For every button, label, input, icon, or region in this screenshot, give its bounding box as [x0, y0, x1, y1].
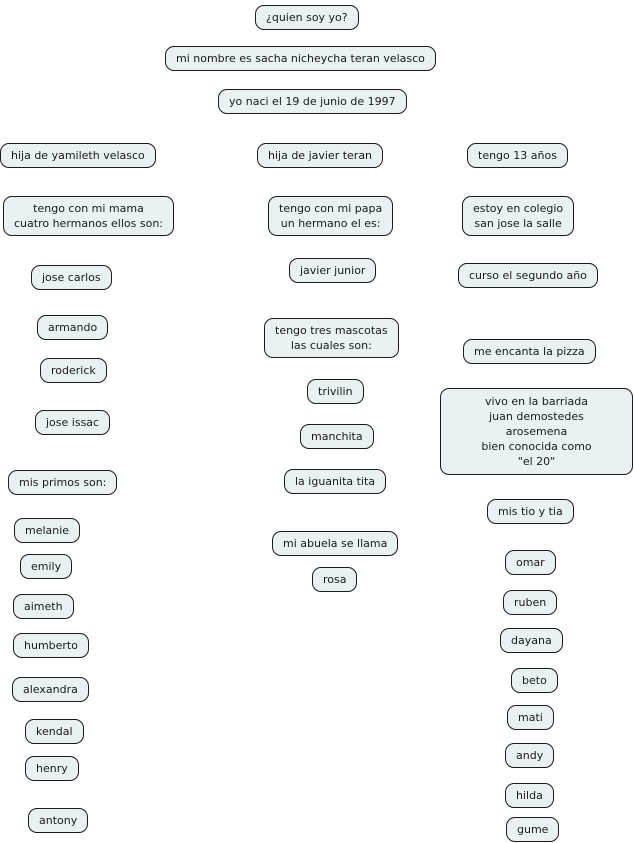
node-mi-abuela[interactable]: mi abuela se llama — [272, 531, 399, 556]
node-andy[interactable]: andy — [505, 743, 555, 768]
node-emily[interactable]: emily — [20, 554, 73, 579]
node-jose-issac[interactable]: jose issac — [35, 410, 111, 435]
node-mi-nombre[interactable]: mi nombre es sacha nicheycha teran velas… — [165, 46, 436, 71]
node-tengo-mascotas[interactable]: tengo tres mascotas las cuales son: — [264, 318, 399, 358]
node-vivo[interactable]: vivo en la barriada juan demostedes aros… — [440, 388, 633, 475]
node-la-iguanita[interactable]: la iguanita tita — [284, 469, 387, 494]
node-manchita[interactable]: manchita — [300, 424, 374, 449]
node-hija-yamileth[interactable]: hija de yamileth velasco — [0, 143, 156, 168]
node-ruben[interactable]: ruben — [503, 590, 558, 615]
node-roderick[interactable]: roderick — [40, 358, 107, 383]
node-hilda[interactable]: hilda — [505, 783, 554, 808]
node-yo-naci[interactable]: yo naci el 19 de junio de 1997 — [218, 89, 407, 114]
node-henry[interactable]: henry — [25, 756, 79, 781]
node-humberto[interactable]: humberto — [13, 633, 89, 658]
node-alexandra[interactable]: alexandra — [12, 677, 89, 702]
node-mati[interactable]: mati — [507, 705, 554, 730]
node-rosa[interactable]: rosa — [312, 567, 358, 592]
node-pizza[interactable]: me encanta la pizza — [463, 339, 596, 364]
node-melanie[interactable]: melanie — [14, 518, 81, 543]
node-mis-primos[interactable]: mis primos son: — [8, 470, 118, 495]
node-tengo-papa[interactable]: tengo con mi papa un hermano el es: — [268, 196, 394, 236]
node-aimeth[interactable]: aimeth — [13, 594, 74, 619]
node-mis-tio[interactable]: mis tio y tia — [487, 499, 574, 524]
node-kendal[interactable]: kendal — [25, 719, 84, 744]
node-hija-javier[interactable]: hija de javier teran — [257, 143, 384, 168]
node-beto[interactable]: beto — [511, 668, 558, 693]
node-jose-carlos[interactable]: jose carlos — [31, 265, 112, 290]
node-omar[interactable]: omar — [505, 550, 556, 575]
node-armando[interactable]: armando — [37, 315, 109, 340]
node-javier-junior[interactable]: javier junior — [289, 258, 377, 283]
node-quien-soy-yo[interactable]: ¿quien soy yo? — [255, 5, 359, 30]
node-curso[interactable]: curso el segundo año — [458, 263, 598, 288]
node-dayana[interactable]: dayana — [500, 628, 563, 653]
node-estoy-colegio[interactable]: estoy en colegio san jose la salle — [462, 196, 575, 236]
node-gume[interactable]: gume — [506, 817, 560, 842]
node-tengo-mama[interactable]: tengo con mi mama cuatro hermanos ellos … — [3, 196, 175, 236]
node-tengo-13[interactable]: tengo 13 años — [467, 143, 568, 168]
node-trivilin[interactable]: trivilin — [307, 379, 364, 404]
node-antony[interactable]: antony — [28, 808, 89, 833]
